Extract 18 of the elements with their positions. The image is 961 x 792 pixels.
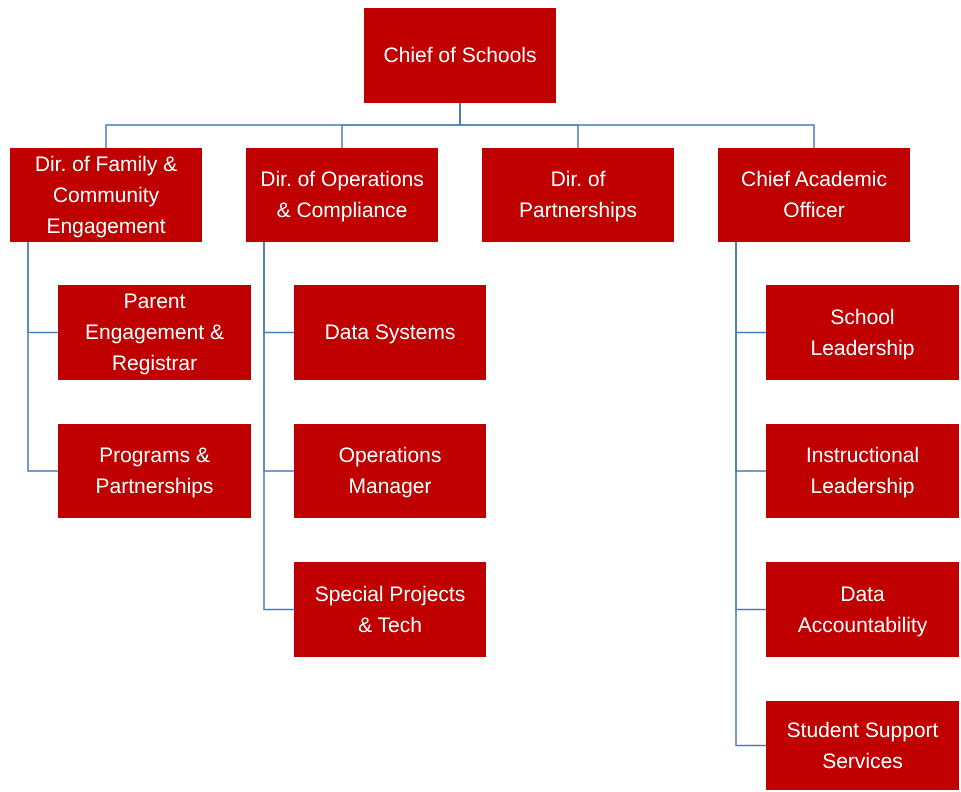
role-box: Parent Engagement & Registrar <box>58 285 251 380</box>
role-box: School Leadership <box>766 285 959 380</box>
role-box: Dir. of Family & Community Engagement <box>10 148 202 242</box>
connector-line <box>27 242 58 472</box>
role-box: Dir. of Partnerships <box>482 148 674 242</box>
connector-line <box>263 242 294 610</box>
role-box: Chief Academic Officer <box>718 148 910 242</box>
role-box: Data Accountability <box>766 562 959 657</box>
connector-line <box>735 242 766 746</box>
role-box: Dir. of Operations & Compliance <box>246 148 438 242</box>
role-box: Student Support Services <box>766 701 959 790</box>
role-box: Instructional Leadership <box>766 424 959 518</box>
role-box: Chief of Schools <box>364 8 556 103</box>
role-box: Data Systems <box>294 285 486 380</box>
role-box: Programs & Partnerships <box>58 424 251 518</box>
role-box: Operations Manager <box>294 424 486 518</box>
role-box: Special Projects & Tech <box>294 562 486 657</box>
connector-line <box>459 103 815 148</box>
